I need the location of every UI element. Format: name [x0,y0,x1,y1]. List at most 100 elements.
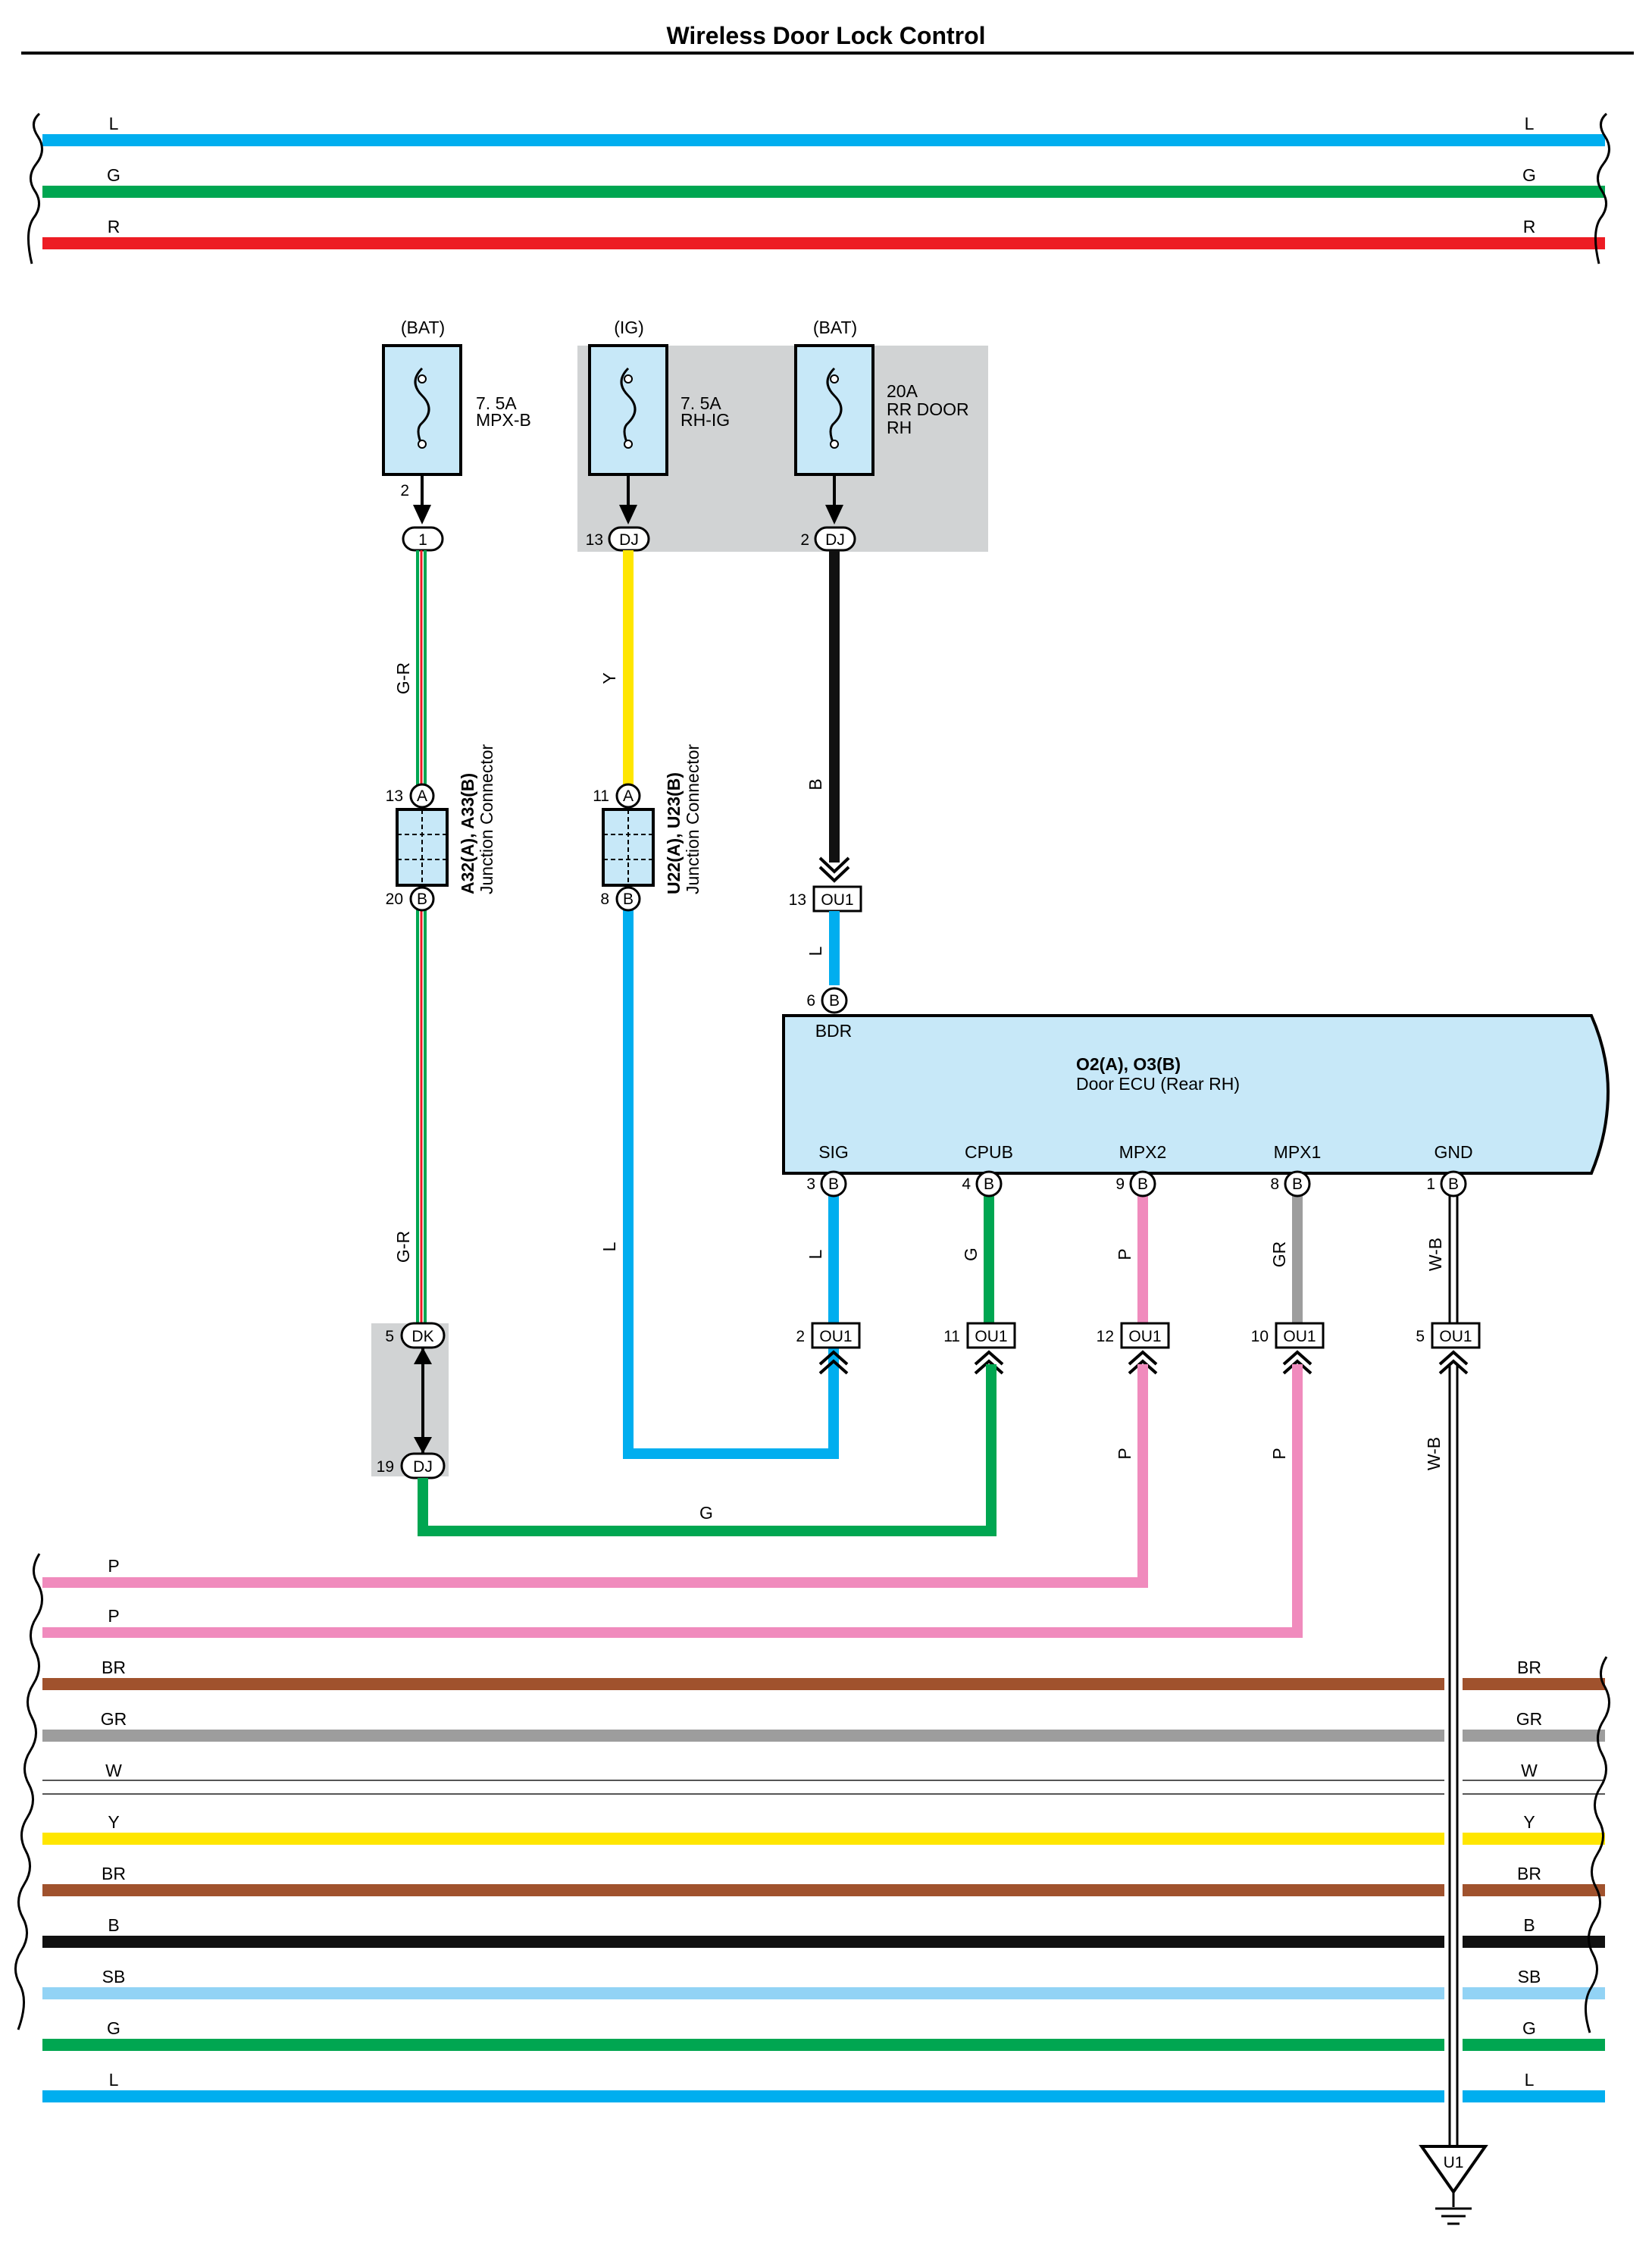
svg-text:MPX1: MPX1 [1274,1142,1322,1162]
bottom-wire-label-left: GR [101,1709,127,1729]
fuse-mpx-b: (BAT) 7. 5A MPX-B 2 [382,318,531,524]
svg-text:19: 19 [377,1458,394,1476]
svg-text:OU1: OU1 [1439,1328,1472,1345]
svg-text:9: 9 [1115,1176,1125,1193]
bottom-wire-label-right: W [1521,1761,1538,1780]
svg-text:L: L [806,946,825,956]
svg-text:SIG: SIG [818,1142,849,1162]
svg-text:B: B [806,778,825,790]
svg-text:W-B: W-B [1425,1238,1445,1271]
bottom-wire-label-left: B [108,1915,119,1935]
svg-text:G: G [961,1248,981,1261]
bottom-wire-label-left: Y [108,1812,119,1832]
svg-text:MPX2: MPX2 [1119,1142,1167,1162]
svg-text:2: 2 [796,1328,805,1345]
svg-text:B: B [1137,1176,1148,1193]
bottom-wire-label-right: SB [1518,1967,1541,1986]
svg-text:DJ: DJ [413,1458,433,1476]
bottom-wire-label-right: G [1522,2018,1536,2038]
svg-text:8: 8 [600,891,609,908]
svg-text:MPX-B: MPX-B [476,410,531,430]
svg-text:OU1: OU1 [819,1328,852,1345]
bottom-wire-label-left: BR [102,1864,126,1883]
bottom-wire-label-left: W [105,1761,122,1780]
connector-dj-2: DJ 2 [800,526,856,552]
bottom-wire-label-left: P [108,1556,119,1576]
svg-text:OU1: OU1 [975,1328,1007,1345]
bottom-left-break [14,1553,43,2030]
svg-text:B: B [1292,1176,1303,1193]
svg-text:12: 12 [1097,1328,1114,1345]
svg-text:DK: DK [411,1328,433,1345]
top-wire-label-right: G [1522,165,1536,185]
bottom-wire-label-left: P [108,1606,119,1626]
bottom-wire-label-right: GR [1516,1709,1543,1729]
svg-text:Junction Connector: Junction Connector [477,744,496,894]
svg-text:5: 5 [1416,1328,1425,1345]
junction-connector-a32-a33: A 13 B 20 A32(A), A33(B) Junction Connec… [386,744,496,912]
svg-text:OU1: OU1 [821,891,853,909]
bottom-right-break [1585,1656,1610,2033]
svg-text:2: 2 [400,482,409,499]
ecu-terminals: SIGB3LOU12CPUBB4GOU111MPX2B9POU112MPX1B8… [42,1142,1481,2146]
svg-text:U1: U1 [1444,2154,1464,2171]
top-wire-label-right: L [1525,114,1535,133]
svg-text:Y: Y [599,672,619,684]
door-ecu-rear-rh: B 6 BDR O2(A), O3(B) Door ECU (Rear RH) [782,987,1610,1175]
bottom-wire-label-left: SB [102,1967,126,1986]
svg-text:A32(A), A33(B): A32(A), A33(B) [458,773,477,894]
svg-text:U22(A), U23(B): U22(A), U23(B) [664,772,684,894]
svg-text:BDR: BDR [815,1021,853,1041]
bottom-wire-label-left: BR [102,1658,126,1677]
svg-text:GR: GR [1269,1241,1289,1268]
lower-wires: P P W-B [42,1364,1459,2146]
fuse-rh-ig: (IG) 7. 5A RH-IG [588,318,730,524]
svg-text:13: 13 [586,531,603,549]
bottom-wire-label-right: B [1523,1915,1535,1935]
svg-text:DJ: DJ [825,531,845,549]
svg-text:RR DOOR: RR DOOR [887,399,969,419]
top-wire-label-right: R [1523,217,1536,236]
wire-y-l: Y L [599,550,839,1459]
svg-text:G-R: G-R [393,662,413,694]
svg-text:A: A [417,787,427,805]
svg-text:GND: GND [1434,1142,1472,1162]
page-title: Wireless Door Lock Control [666,22,985,49]
svg-text:7. 5A: 7. 5A [681,393,721,413]
top-wire-label-left: G [107,165,120,185]
svg-text:11: 11 [943,1328,960,1345]
svg-text:W-B: W-B [1424,1437,1444,1470]
wire-b-l: B OU1 13 L [789,550,862,985]
top-left-break [27,112,43,265]
svg-text:B: B [623,891,634,908]
svg-text:O2(A), O3(B): O2(A), O3(B) [1076,1054,1181,1074]
svg-text:RH-IG: RH-IG [681,410,730,430]
ground-u1: U1 [1419,2145,1488,2225]
svg-text:B: B [984,1176,994,1193]
svg-text:(BAT): (BAT) [813,318,857,337]
svg-text:L: L [806,1249,825,1259]
svg-text:B: B [829,992,840,1010]
fuse-rr-door-rh: (BAT) 20A RR DOOR RH [794,318,969,524]
svg-text:1: 1 [1426,1176,1435,1193]
bottom-wire-label-left: L [109,2070,119,2090]
svg-text:DJ: DJ [619,531,639,549]
top-wire-label-left: L [109,114,119,133]
svg-text:6: 6 [806,992,815,1010]
svg-text:RH: RH [887,418,912,437]
svg-text:G: G [699,1503,713,1523]
gnd-wire-overlay [1444,1652,1463,2146]
bottom-wire-label-right: Y [1523,1812,1535,1832]
svg-text:8: 8 [1270,1176,1279,1193]
connector-1: 1 [402,526,444,552]
svg-text:B: B [828,1176,839,1193]
wire-g-r: G-R G-R [393,550,427,1323]
bottom-wire-label-right: BR [1517,1658,1541,1677]
svg-text:L: L [599,1241,619,1251]
